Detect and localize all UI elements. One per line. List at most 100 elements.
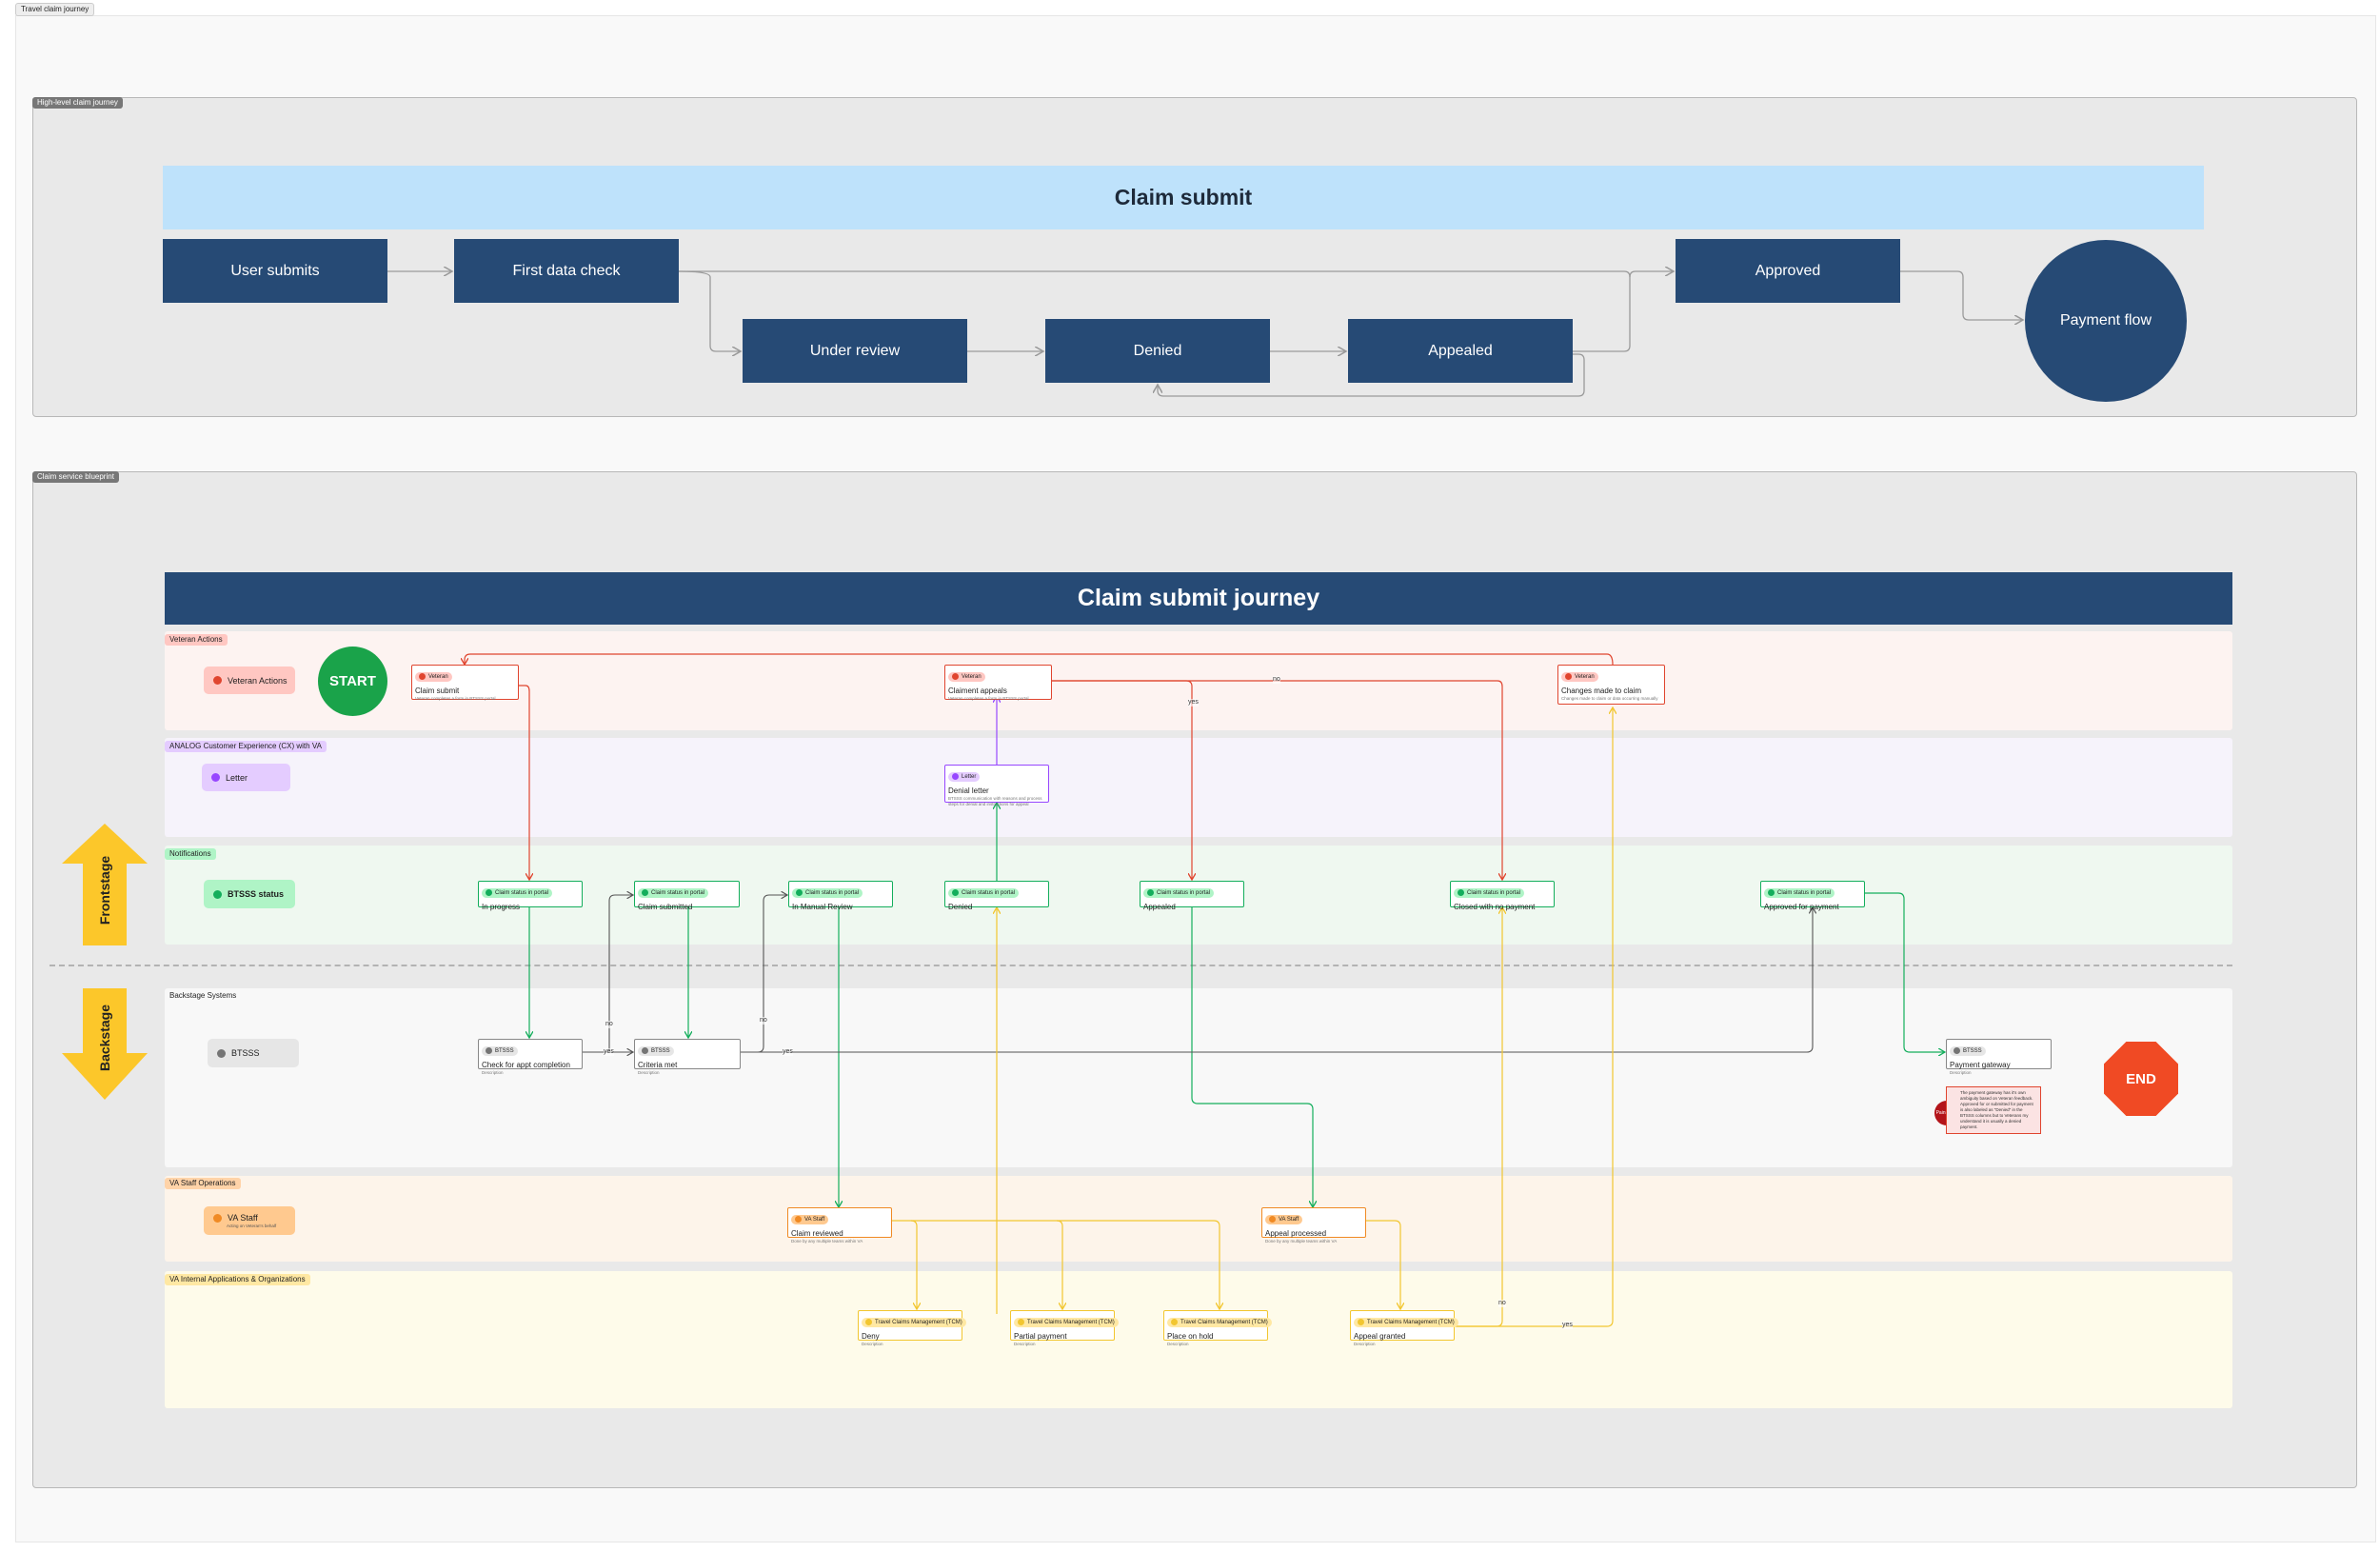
card-title: Claim submit: [415, 686, 460, 695]
step-user-submits[interactable]: User submits: [163, 239, 387, 303]
card-status-submitted[interactable]: Claim status in portal Claim submitted: [634, 881, 740, 911]
card-status-approved[interactable]: Claim status in portal Approved for paym…: [1760, 881, 1865, 911]
lane-label-analog: ANALOG Customer Experience (CX) with VA: [165, 741, 327, 752]
lane-staff: [165, 1176, 2232, 1262]
step-first-data-check[interactable]: First data check: [454, 239, 679, 303]
pain-point-note[interactable]: The payment gateway has it's own ambigui…: [1946, 1086, 2041, 1134]
card-title: Place on hold: [1167, 1332, 1214, 1341]
label-yes-appt: yes: [604, 1048, 614, 1056]
card-title: Payment gateway: [1950, 1061, 2011, 1069]
step-approved[interactable]: Approved: [1676, 239, 1900, 303]
card-title: Appeal granted: [1354, 1332, 1406, 1341]
card-status-in-progress[interactable]: Claim status in portal In progress: [478, 881, 583, 911]
step-payment-flow[interactable]: Payment flow: [2025, 240, 2187, 402]
actor-staff: VA Staff Acting on Veteran's behalf: [204, 1206, 295, 1235]
lane-backstage: [165, 988, 2232, 1167]
tcm-chip-icon: [865, 1319, 872, 1325]
card-title: Approved for payment: [1764, 903, 1839, 911]
card-desc: Description: [1354, 1342, 1376, 1346]
actor-staff-label: VA Staff: [228, 1213, 258, 1223]
chip-label: Veteran: [428, 673, 448, 680]
card-claimant-appeals[interactable]: Veteran Claiment appeals Veteran complet…: [944, 665, 1052, 701]
backstage-label: Backstage: [97, 1004, 112, 1072]
label-yes-criteria: yes: [783, 1048, 793, 1056]
btsss-dot-icon: [217, 1048, 226, 1058]
label-yes-appeal: yes: [1188, 699, 1199, 706]
chip-label: BTSSS: [495, 1047, 514, 1054]
journey-banner: Claim submit journey: [165, 572, 2232, 625]
step-appealed[interactable]: Appealed: [1348, 319, 1573, 383]
actor-btsss-status-label: BTSSS status: [228, 889, 285, 899]
card-claim-submit[interactable]: Veteran Claim submit Veteran completes a…: [411, 665, 519, 701]
blueprint-label[interactable]: Claim service blueprint: [32, 471, 119, 483]
end-node[interactable]: END: [2104, 1042, 2178, 1116]
card-desc: Description: [862, 1342, 883, 1346]
actor-btsss-status: BTSSS status: [204, 880, 295, 908]
card-title: Partial payment: [1014, 1332, 1067, 1341]
card-partial-payment[interactable]: Travel Claims Management (TCM) Partial p…: [1010, 1310, 1119, 1346]
actor-btsss-label: BTSSS: [231, 1048, 260, 1058]
card-title: Denied: [948, 903, 973, 911]
card-status-denied[interactable]: Claim status in portal Denied: [944, 881, 1049, 911]
card-title: Changes made to claim: [1561, 686, 1642, 695]
card-criteria-met[interactable]: BTSSS Criteria met Description: [634, 1039, 741, 1075]
card-desc: Description: [1950, 1070, 1972, 1075]
actor-veteran-label: Veteran Actions: [228, 675, 288, 686]
chip-label: Claim status in portal: [805, 889, 860, 896]
card-denial-letter[interactable]: Letter Denial letter BTSSS communication…: [944, 765, 1049, 806]
step-denied[interactable]: Denied: [1045, 319, 1270, 383]
card-title: Closed with no payment: [1454, 903, 1536, 911]
chip-label: Letter: [962, 773, 977, 780]
lane-label-veteran: Veteran Actions: [165, 634, 228, 646]
chip-label: VA Staff: [804, 1216, 825, 1223]
card-place-on-hold[interactable]: Travel Claims Management (TCM) Place on …: [1163, 1310, 1272, 1346]
staff-chip-icon: [1269, 1216, 1276, 1223]
high-level-label[interactable]: High-level claim journey: [32, 97, 123, 109]
chip-label: Claim status in portal: [1157, 889, 1211, 896]
letter-chip-icon: [952, 773, 959, 780]
card-desc: Description: [482, 1070, 504, 1075]
card-desc: Description: [1014, 1342, 1036, 1346]
lane-label-backstage: Backstage Systems: [169, 991, 237, 1000]
chip-label: Claim status in portal: [495, 889, 549, 896]
card-title: Appeal processed: [1265, 1229, 1327, 1238]
lane-label-staff: VA Staff Operations: [165, 1178, 241, 1189]
frame-label[interactable]: Travel claim journey: [15, 3, 95, 16]
card-status-closed[interactable]: Claim status in portal Closed with no pa…: [1450, 881, 1555, 911]
card-status-appealed[interactable]: Claim status in portal Appealed: [1140, 881, 1244, 911]
card-desc: Description: [1167, 1342, 1189, 1346]
step-under-review[interactable]: Under review: [743, 319, 967, 383]
card-appeal-processed[interactable]: VA Staff Appeal processed Done by any mu…: [1261, 1207, 1366, 1244]
btsss-chip-icon: [642, 1047, 648, 1054]
card-title: Check for appt completion: [482, 1061, 570, 1069]
card-status-manual-review[interactable]: Claim status in portal In Manual Review: [788, 881, 893, 911]
label-no-granted: no: [1498, 1300, 1506, 1307]
status-chip-icon: [1768, 889, 1775, 896]
veteran-chip-icon: [1565, 673, 1572, 680]
card-payment-gateway[interactable]: BTSSS Payment gateway Description: [1946, 1039, 2052, 1075]
card-title: Appealed: [1143, 903, 1176, 911]
label-no-appt: no: [605, 1021, 613, 1028]
start-node[interactable]: START: [318, 647, 387, 716]
tcm-chip-icon: [1171, 1319, 1178, 1325]
card-changes-made[interactable]: Veteran Changes made to claim Changes ma…: [1557, 665, 1665, 705]
veteran-chip-icon: [952, 673, 959, 680]
card-desc: Done by any multiple teams within VA: [791, 1239, 863, 1244]
card-desc: Description: [638, 1070, 660, 1075]
card-appeal-granted[interactable]: Travel Claims Management (TCM) Appeal gr…: [1350, 1310, 1458, 1346]
card-title: Claim reviewed: [791, 1229, 843, 1238]
card-title: Denial letter: [948, 786, 989, 795]
chip-label: Travel Claims Management (TCM): [1027, 1319, 1115, 1325]
chip-label: Claim status in portal: [1777, 889, 1832, 896]
actor-letter-label: Letter: [226, 772, 248, 783]
label-yes-granted: yes: [1562, 1322, 1573, 1329]
card-desc: Veteran completes a form in BTSSS portal: [415, 696, 496, 701]
tcm-chip-icon: [1358, 1319, 1364, 1325]
card-check-appt[interactable]: BTSSS Check for appt completion Descript…: [478, 1039, 583, 1075]
card-claim-reviewed[interactable]: VA Staff Claim reviewed Done by any mult…: [787, 1207, 892, 1244]
chip-label: BTSSS: [1963, 1047, 1982, 1054]
chip-label: Travel Claims Management (TCM): [1180, 1319, 1268, 1325]
card-deny[interactable]: Travel Claims Management (TCM) Deny Desc…: [858, 1310, 966, 1346]
chip-label: Travel Claims Management (TCM): [1367, 1319, 1455, 1325]
tcm-chip-icon: [1018, 1319, 1024, 1325]
